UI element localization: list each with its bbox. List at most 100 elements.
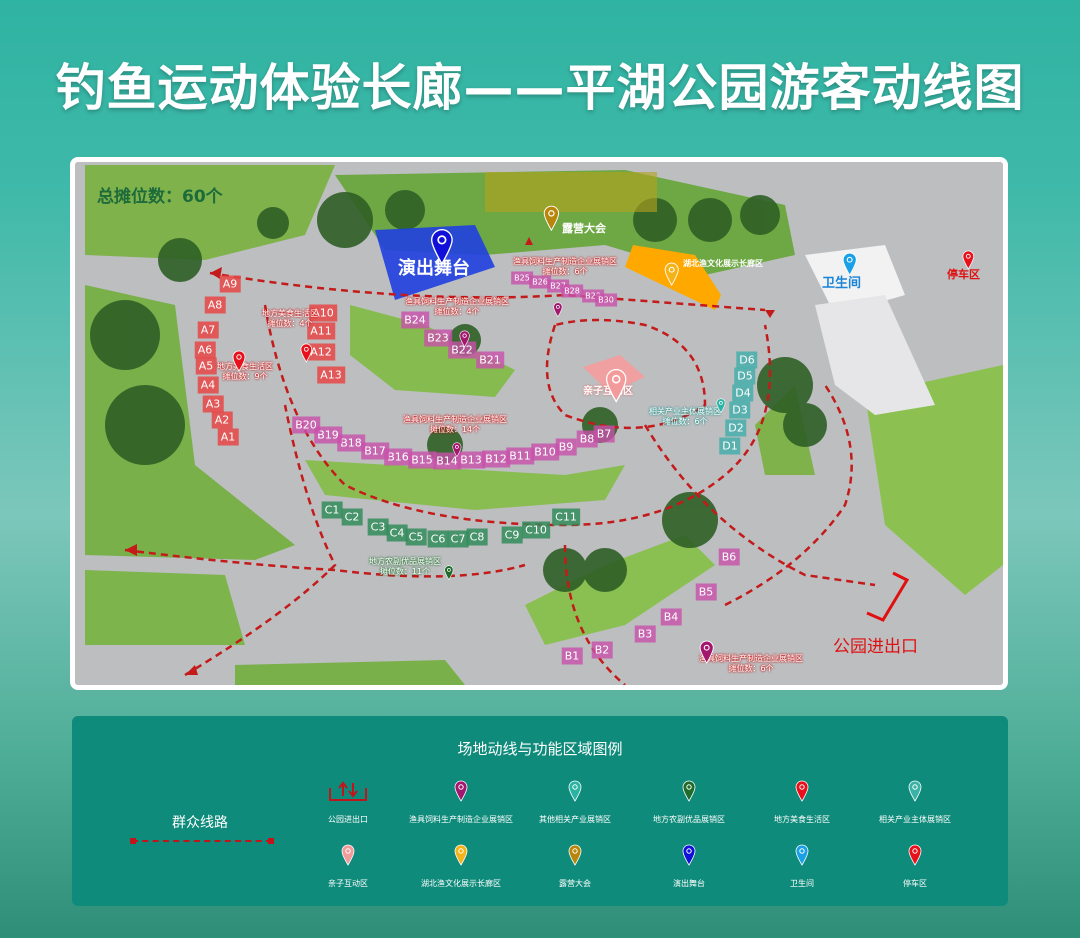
legend-title: 场地动线与功能区域图例 xyxy=(457,740,623,758)
toilet-building xyxy=(815,295,935,415)
stall-c: C2 xyxy=(341,508,363,526)
stall-b: B1 xyxy=(561,647,583,665)
legend-item: 相关产业主体展销区 xyxy=(850,780,980,825)
stall-b: B28 xyxy=(561,284,583,298)
stall-c: C4 xyxy=(386,524,408,542)
stall-b: B18 xyxy=(337,434,365,452)
stall-a: A5 xyxy=(195,357,217,375)
legend-item: 演出舞台 xyxy=(624,844,754,889)
stall-d: D1 xyxy=(719,437,741,455)
legend-item: 湖北渔文化展示长廊区 xyxy=(396,844,526,889)
stall-d: D2 xyxy=(725,419,747,437)
map-pin-icon xyxy=(850,844,980,866)
legend-item: 渔具饲料生产制造企业展销区 xyxy=(396,780,526,825)
legend-item: 其他相关产业展销区 xyxy=(510,780,640,825)
legend-item: 露营大会 xyxy=(510,844,640,889)
stall-b: B4 xyxy=(660,608,682,626)
stall-b: B15 xyxy=(408,451,436,469)
map-pin-icon xyxy=(624,844,754,866)
stall-b: B20 xyxy=(292,416,320,434)
stall-b: B30 xyxy=(595,293,617,307)
lawn xyxy=(235,660,465,685)
stall-d: D3 xyxy=(729,401,751,419)
route-legend-label: 群众线路 xyxy=(172,815,228,831)
stall-c: C10 xyxy=(522,521,550,539)
stall-b: B6 xyxy=(718,548,740,566)
stall-b: B13 xyxy=(457,451,485,469)
stall-c: C3 xyxy=(367,518,389,536)
legend-item-label: 相关产业主体展销区 xyxy=(879,815,951,824)
legend-item-label: 湖北渔文化展示长廊区 xyxy=(421,879,501,888)
legend-item: 地方农副优品展销区 xyxy=(624,780,754,825)
stall-c: C7 xyxy=(447,530,469,548)
map-pin-icon xyxy=(396,844,526,866)
toilet-label: 卫生间 xyxy=(822,276,862,291)
lawn xyxy=(865,365,1003,595)
stall-a: A12 xyxy=(307,343,335,361)
stage-area xyxy=(375,225,495,300)
stall-b: B8 xyxy=(576,430,598,448)
legend-item-label: 露营大会 xyxy=(559,879,591,888)
lawn xyxy=(305,460,625,510)
stall-a: A11 xyxy=(307,322,335,340)
stall-c: C9 xyxy=(501,526,523,544)
legend-item-label: 地方美食生活区 xyxy=(774,815,830,824)
entrance-marker xyxy=(866,571,910,622)
route-arrows xyxy=(125,237,775,675)
stall-b: B16 xyxy=(384,448,412,466)
stall-b: B14 xyxy=(433,452,461,470)
stall-b: B19 xyxy=(314,426,342,444)
zone-label-fishing-b1: 渔具饲料生产制造企业展销区摊位数：6个 xyxy=(699,654,803,673)
stall-c: C11 xyxy=(552,508,580,526)
camping-area xyxy=(485,172,657,212)
legend-item-label: 亲子互动区 xyxy=(328,879,368,888)
legend-item: 公园进出口 xyxy=(283,780,413,825)
legend-item-label: 停车区 xyxy=(903,879,927,888)
stall-b: B24 xyxy=(401,311,429,329)
stage-label: 演出舞台 xyxy=(398,258,470,279)
stall-b: B3 xyxy=(634,625,656,643)
total-stalls: 总摊位数：60个 xyxy=(97,187,223,207)
legend-panel: 场地动线与功能区域图例 群众线路 公园进出口 渔具饲料生产制造企业展销区其他相关产… xyxy=(72,716,1008,906)
map-background xyxy=(75,162,1003,685)
zone-label-fishing-b25: 渔具饲料生产制造企业展销区摊位数：6个 xyxy=(513,257,617,276)
legend-item-label: 渔具饲料生产制造企业展销区 xyxy=(409,815,513,824)
map-pin-icon xyxy=(737,780,867,802)
stall-a: A2 xyxy=(211,411,233,429)
stall-b: B26 xyxy=(529,275,551,289)
stall-b: B7 xyxy=(593,425,615,443)
map-pin-icon xyxy=(624,780,754,802)
map-pin-icon xyxy=(737,844,867,866)
stall-b: B21 xyxy=(476,351,504,369)
map-pin-icon xyxy=(510,844,640,866)
zone-label-fishing-b7: 渔具饲料生产制造企业展销区摊位数：14个 xyxy=(403,415,507,434)
zone-label-food-a: 地方美食生活区摊位数：9个 xyxy=(217,362,273,381)
legend-item-label: 公园进出口 xyxy=(328,815,368,824)
map-pin-icon xyxy=(283,844,413,866)
zone-label-industry-d: 相关产业主体展销区摊位数：6个 xyxy=(649,407,721,426)
stall-a: A8 xyxy=(204,296,226,314)
stall-b: B5 xyxy=(695,583,717,601)
zone-label-food-a10: 地方美食生活区摊位数：4个 xyxy=(262,309,318,328)
stall-d: D5 xyxy=(734,367,756,385)
stall-a: A7 xyxy=(197,321,219,339)
visitor-routes xyxy=(124,271,876,685)
map-pin-icon xyxy=(396,780,526,802)
zone-label-agri-c: 地方农副优品展销区摊位数：11个 xyxy=(369,557,441,576)
lawn xyxy=(525,535,715,645)
legend-item: 停车区 xyxy=(850,844,980,889)
zone-label-fishing-b21: 渔具饲料生产制造企业展销区摊位数：4个 xyxy=(405,297,509,316)
stall-b: B17 xyxy=(361,442,389,460)
stall-b: B22 xyxy=(448,341,476,359)
stall-a: A4 xyxy=(197,376,219,394)
legend-item-label: 演出舞台 xyxy=(673,879,705,888)
culture-label: 湖北渔文化展示长廊区 xyxy=(683,259,763,268)
stall-b: B11 xyxy=(506,447,534,465)
route-line-icon xyxy=(130,838,274,844)
legend-item-label: 卫生间 xyxy=(790,879,814,888)
legend-item: 亲子互动区 xyxy=(283,844,413,889)
stall-b: B2 xyxy=(591,641,613,659)
stall-d: D6 xyxy=(736,351,758,369)
entrance-label: 公园进出口 xyxy=(833,637,918,657)
